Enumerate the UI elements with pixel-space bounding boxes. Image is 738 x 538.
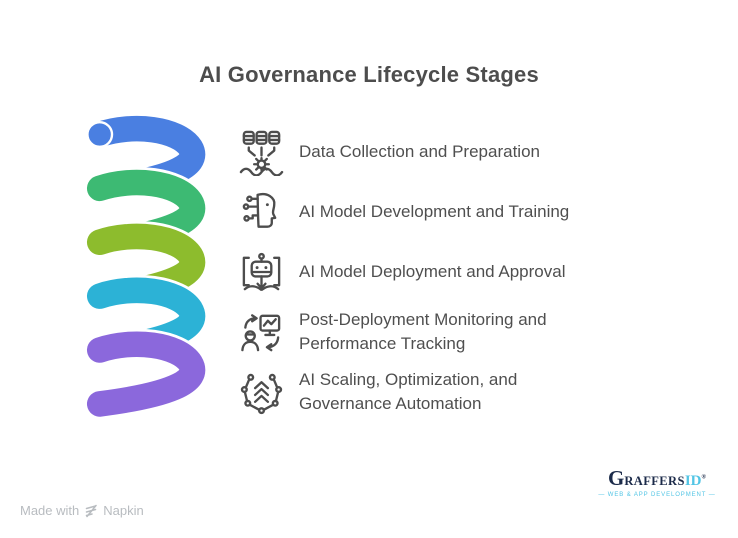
spiral-coil-5 xyxy=(86,331,206,417)
stage-label-3: AI Model Deployment and Approval xyxy=(299,262,566,281)
graffersid-wordmark: GRAFFERSID® xyxy=(592,466,722,491)
monitoring-feedback-icon xyxy=(241,313,281,351)
spiral-end-cap xyxy=(86,121,114,148)
registered-mark: ® xyxy=(701,474,706,481)
brand-letter-g: G xyxy=(608,466,625,490)
graffersid-logo[interactable]: GRAFFERSID® — WEB & APP DEVELOPMENT — xyxy=(592,466,722,498)
stage-label-2: AI Model Development and Training xyxy=(299,202,570,221)
brand-letters-id: ID xyxy=(684,473,702,489)
stage-label-4: Post-Deployment Monitoring and Performan… xyxy=(299,310,547,353)
brand-tagline: — WEB & APP DEVELOPMENT — xyxy=(598,492,716,498)
stage-row-5: AI Scaling, Optimization, and Governance… xyxy=(238,362,604,422)
stage-row-1: Data Collection and Preparation xyxy=(238,122,604,182)
napkin-logo-icon xyxy=(86,504,97,517)
page-title: AI Governance Lifecycle Stages xyxy=(199,62,539,87)
made-with-text: Made with xyxy=(20,503,80,518)
stage-row-2: AI Model Development and Training xyxy=(238,182,604,242)
network-scaling-icon xyxy=(240,373,283,414)
napkin-credit[interactable]: Made with Napkin xyxy=(20,503,144,518)
data-collection-icon xyxy=(239,130,284,176)
stage-row-3: AI Model Deployment and Approval xyxy=(238,242,604,302)
spiral-graphic xyxy=(84,113,208,420)
stage-row-4: Post-Deployment Monitoring and Performan… xyxy=(238,302,604,362)
napkin-brand-text: Napkin xyxy=(103,503,144,518)
stage-list: Data Collection and Preparation AI Model… xyxy=(238,122,604,422)
robot-deploy-icon xyxy=(242,252,281,291)
brand-letters-raffers: RAFFERS xyxy=(624,474,685,488)
ai-head-circuit-icon xyxy=(242,192,277,228)
stage-label-1: Data Collection and Preparation xyxy=(299,142,540,161)
stage-label-5: AI Scaling, Optimization, and Governance… xyxy=(299,370,518,413)
